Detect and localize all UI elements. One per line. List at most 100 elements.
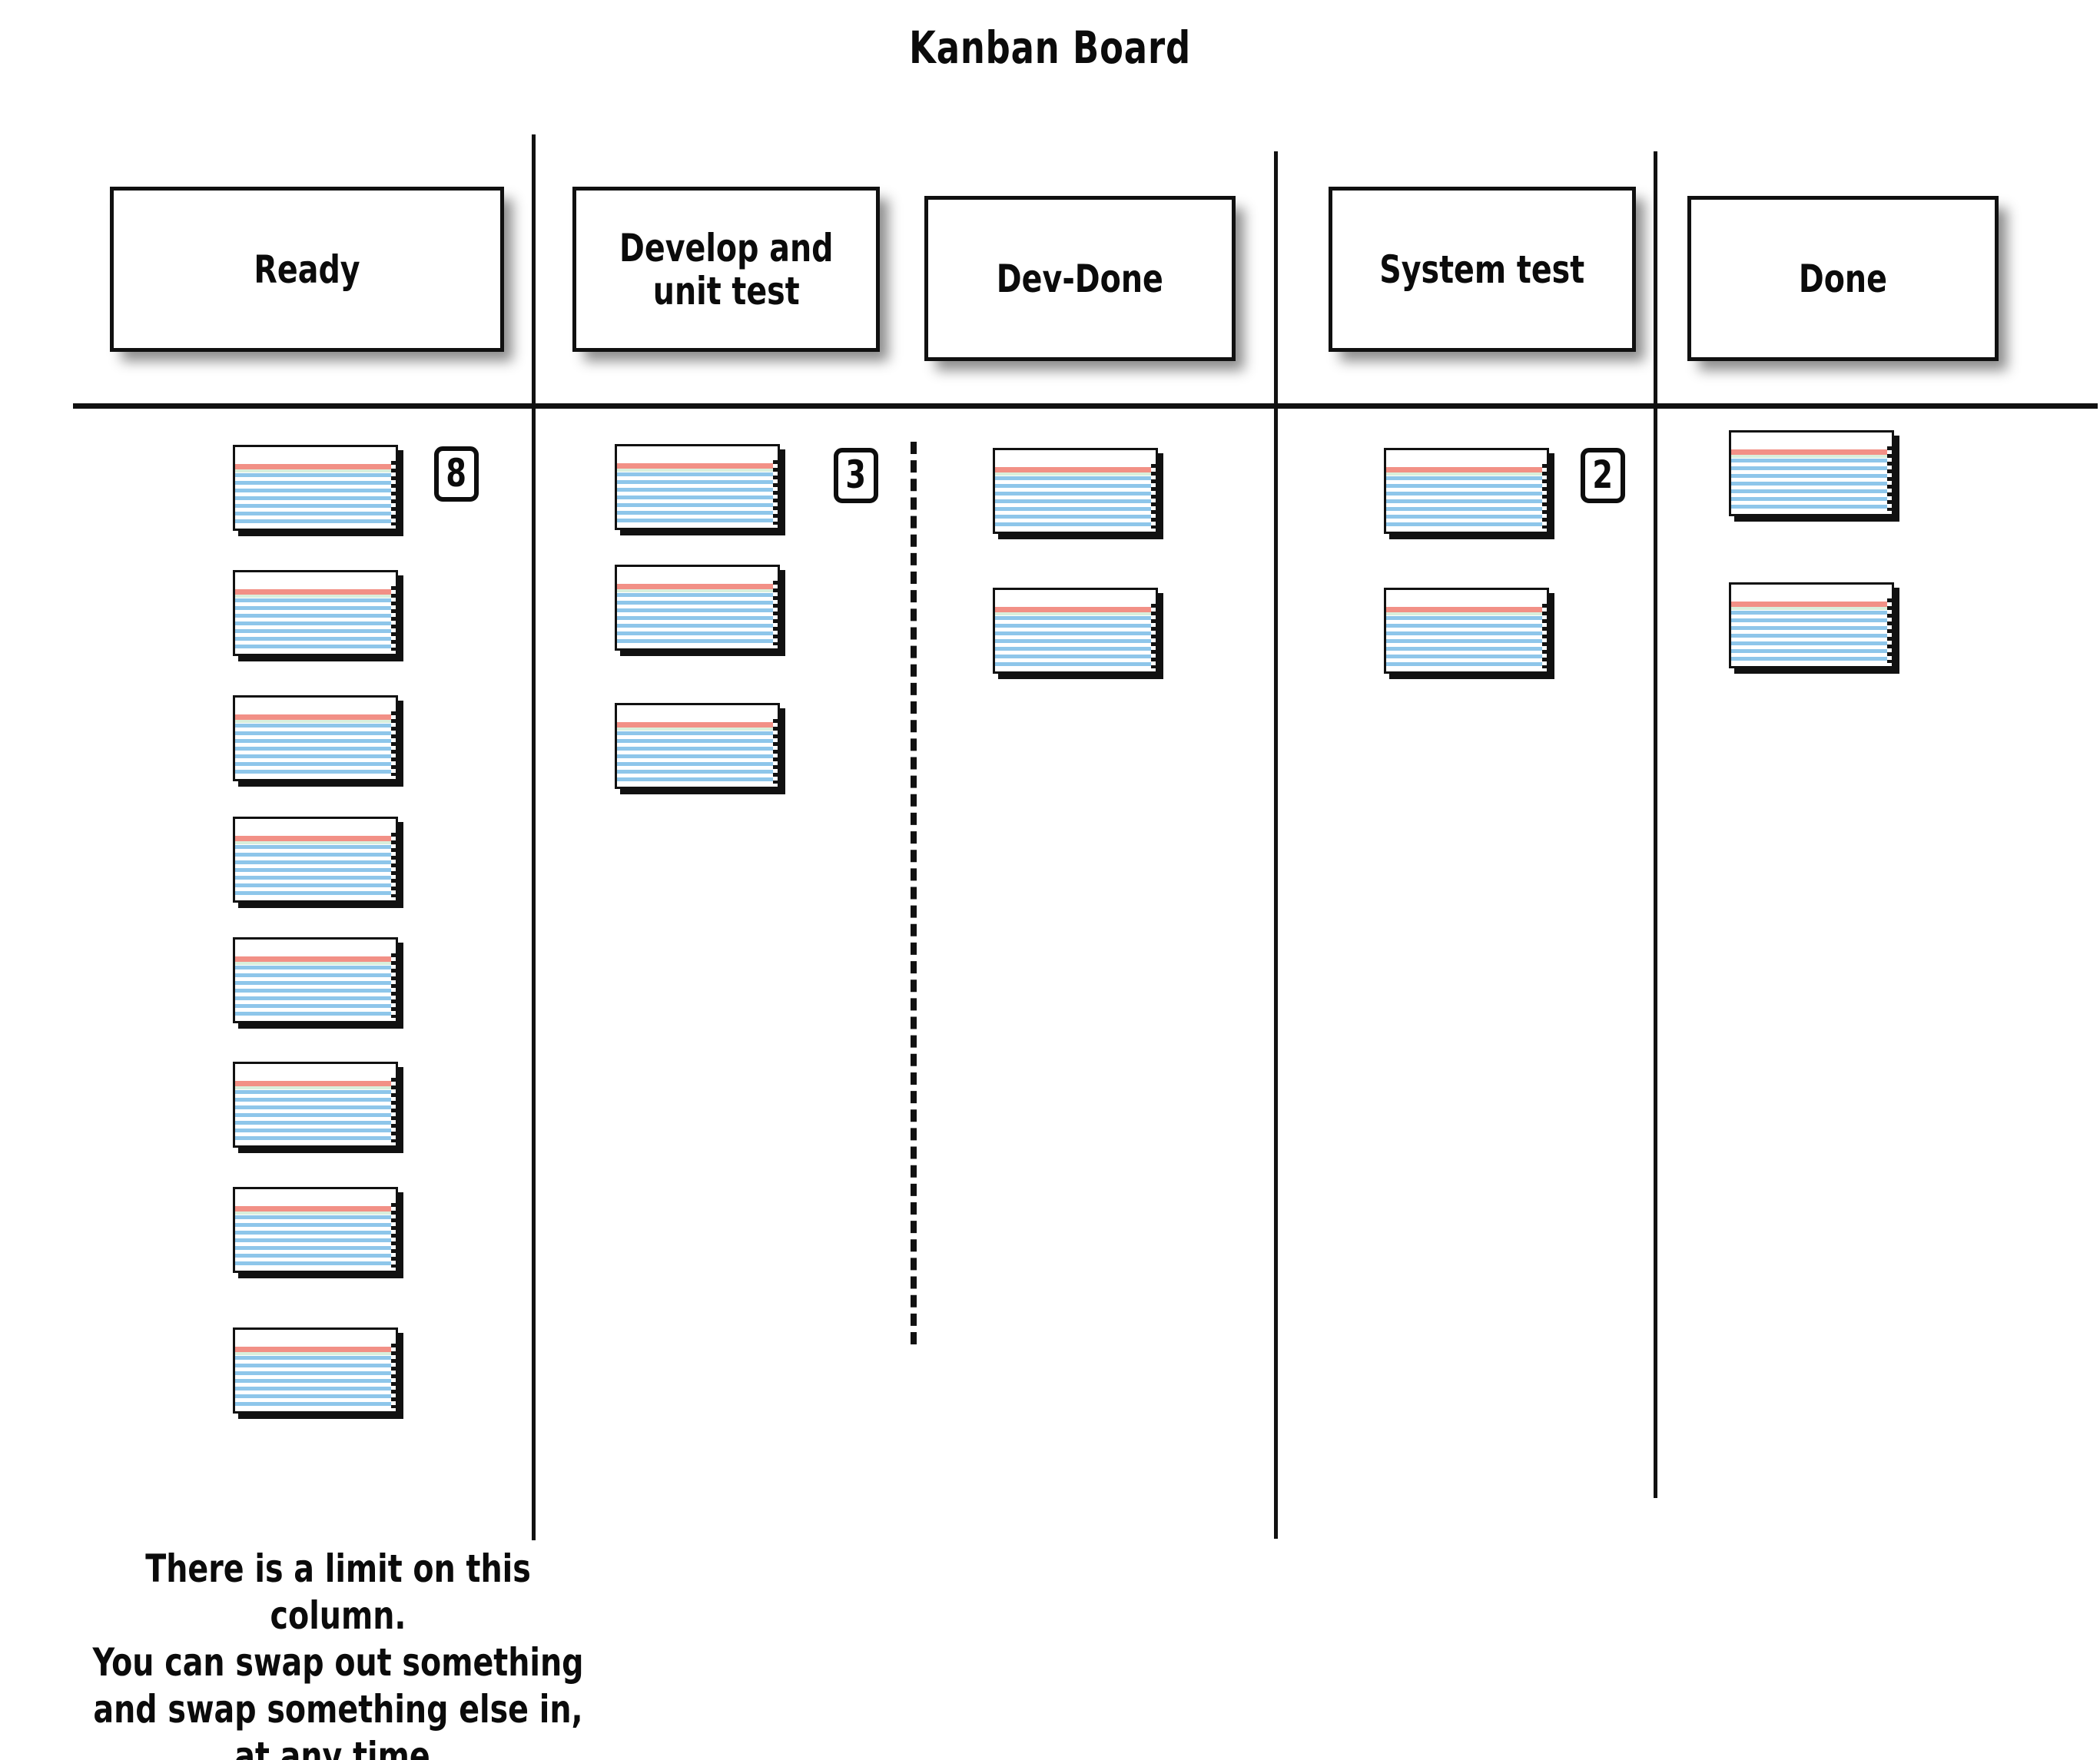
card-header-rule bbox=[235, 836, 396, 841]
card-ruled-lines bbox=[995, 616, 1156, 668]
kanban-card[interactable] bbox=[233, 695, 398, 781]
kanban-card[interactable] bbox=[1384, 448, 1549, 534]
wip-limit-value: 3 bbox=[845, 452, 867, 497]
column-header-system-test[interactable]: System test bbox=[1329, 187, 1636, 352]
card-edge-notches bbox=[1151, 464, 1156, 529]
card-header-rule bbox=[235, 1081, 396, 1086]
card-header-rule bbox=[235, 464, 396, 469]
card-ruled-lines bbox=[617, 472, 778, 525]
card-header-rule bbox=[617, 463, 778, 469]
column-header-ready[interactable]: Ready bbox=[110, 187, 504, 352]
card-accent-rule bbox=[235, 841, 396, 844]
kanban-card[interactable] bbox=[1729, 582, 1894, 668]
column-header-label: Ready bbox=[254, 247, 360, 292]
wip-limit-value: 8 bbox=[446, 451, 467, 496]
card-ruled-lines bbox=[235, 1356, 396, 1408]
card-accent-rule bbox=[235, 720, 396, 723]
wip-limit-badge-ready[interactable]: 8 bbox=[434, 446, 479, 502]
card-header-rule bbox=[1731, 602, 1892, 607]
column-header-dev-done[interactable]: Dev-Done bbox=[924, 196, 1236, 361]
card-header-rule bbox=[235, 956, 396, 962]
kanban-card[interactable] bbox=[233, 817, 398, 903]
card-ruled-lines bbox=[235, 598, 396, 651]
wip-limit-badge-develop-and-unit-test[interactable]: 3 bbox=[834, 448, 878, 503]
card-edge-notches bbox=[773, 581, 778, 645]
card-ruled-lines bbox=[617, 593, 778, 645]
column-divider-dashed-develop-and-unit-test bbox=[911, 442, 917, 1344]
card-edge-notches bbox=[773, 719, 778, 784]
column-header-label: Develop and unit test bbox=[619, 225, 834, 313]
card-accent-rule bbox=[617, 469, 778, 472]
column-divider-ready bbox=[532, 134, 536, 1540]
kanban-card[interactable] bbox=[233, 1327, 398, 1414]
card-edge-notches bbox=[773, 460, 778, 525]
wip-limit-badge-system-test[interactable]: 2 bbox=[1581, 448, 1625, 503]
card-accent-rule bbox=[235, 469, 396, 472]
card-accent-rule bbox=[1731, 455, 1892, 458]
card-header-rule bbox=[995, 467, 1156, 472]
card-ruled-lines bbox=[617, 731, 778, 784]
card-accent-rule bbox=[1386, 612, 1547, 615]
card-ruled-lines bbox=[1731, 459, 1892, 511]
kanban-card[interactable] bbox=[233, 1062, 398, 1148]
card-accent-rule bbox=[235, 962, 396, 965]
column-header-label: System test bbox=[1379, 247, 1585, 292]
card-edge-notches bbox=[1887, 446, 1892, 511]
card-accent-rule bbox=[235, 1352, 396, 1355]
card-ruled-lines bbox=[235, 966, 396, 1018]
card-header-rule bbox=[995, 607, 1156, 612]
card-accent-rule bbox=[235, 1086, 396, 1089]
card-ruled-lines bbox=[1386, 476, 1547, 529]
kanban-card[interactable] bbox=[233, 570, 398, 656]
card-edge-notches bbox=[391, 711, 396, 776]
card-header-rule bbox=[235, 589, 396, 595]
kanban-card[interactable] bbox=[615, 703, 780, 789]
card-accent-rule bbox=[1731, 607, 1892, 610]
card-edge-notches bbox=[391, 953, 396, 1018]
card-edge-notches bbox=[1542, 604, 1547, 668]
card-accent-rule bbox=[1386, 472, 1547, 476]
kanban-card[interactable] bbox=[615, 565, 780, 651]
kanban-card[interactable] bbox=[993, 448, 1158, 534]
kanban-card[interactable] bbox=[1729, 430, 1894, 516]
wip-limit-annotation: There is a limit on this column. You can… bbox=[92, 1546, 584, 1760]
card-header-rule bbox=[235, 1206, 396, 1211]
card-header-rule bbox=[1386, 607, 1547, 612]
kanban-card[interactable] bbox=[233, 1187, 398, 1273]
kanban-card[interactable] bbox=[1384, 588, 1549, 674]
card-edge-notches bbox=[391, 1203, 396, 1268]
card-header-rule bbox=[1731, 449, 1892, 455]
card-edge-notches bbox=[391, 461, 396, 525]
card-ruled-lines bbox=[235, 1215, 396, 1268]
card-edge-notches bbox=[391, 833, 396, 897]
card-ruled-lines bbox=[235, 473, 396, 525]
card-ruled-lines bbox=[995, 476, 1156, 529]
column-header-label: Dev-Done bbox=[996, 256, 1164, 301]
card-ruled-lines bbox=[1731, 611, 1892, 663]
kanban-card[interactable] bbox=[233, 445, 398, 531]
card-accent-rule bbox=[235, 595, 396, 598]
wip-limit-value: 2 bbox=[1592, 452, 1614, 497]
card-header-rule bbox=[1386, 467, 1547, 472]
kanban-card[interactable] bbox=[993, 588, 1158, 674]
card-edge-notches bbox=[391, 586, 396, 651]
card-accent-rule bbox=[995, 612, 1156, 615]
card-ruled-lines bbox=[1386, 616, 1547, 668]
card-accent-rule bbox=[617, 589, 778, 592]
column-header-develop-and-unit-test[interactable]: Develop and unit test bbox=[572, 187, 880, 352]
card-edge-notches bbox=[391, 1344, 396, 1408]
card-header-rule bbox=[235, 714, 396, 720]
card-ruled-lines bbox=[235, 1090, 396, 1142]
card-edge-notches bbox=[391, 1078, 396, 1142]
kanban-card[interactable] bbox=[233, 937, 398, 1023]
kanban-card[interactable] bbox=[615, 444, 780, 530]
card-ruled-lines bbox=[235, 845, 396, 897]
card-accent-rule bbox=[617, 728, 778, 731]
card-header-rule bbox=[617, 722, 778, 728]
card-edge-notches bbox=[1151, 604, 1156, 668]
page-title: Kanban Board bbox=[909, 22, 1191, 74]
column-divider-dev-done bbox=[1274, 151, 1278, 1539]
card-accent-rule bbox=[235, 1211, 396, 1215]
column-header-done[interactable]: Done bbox=[1687, 196, 1999, 361]
